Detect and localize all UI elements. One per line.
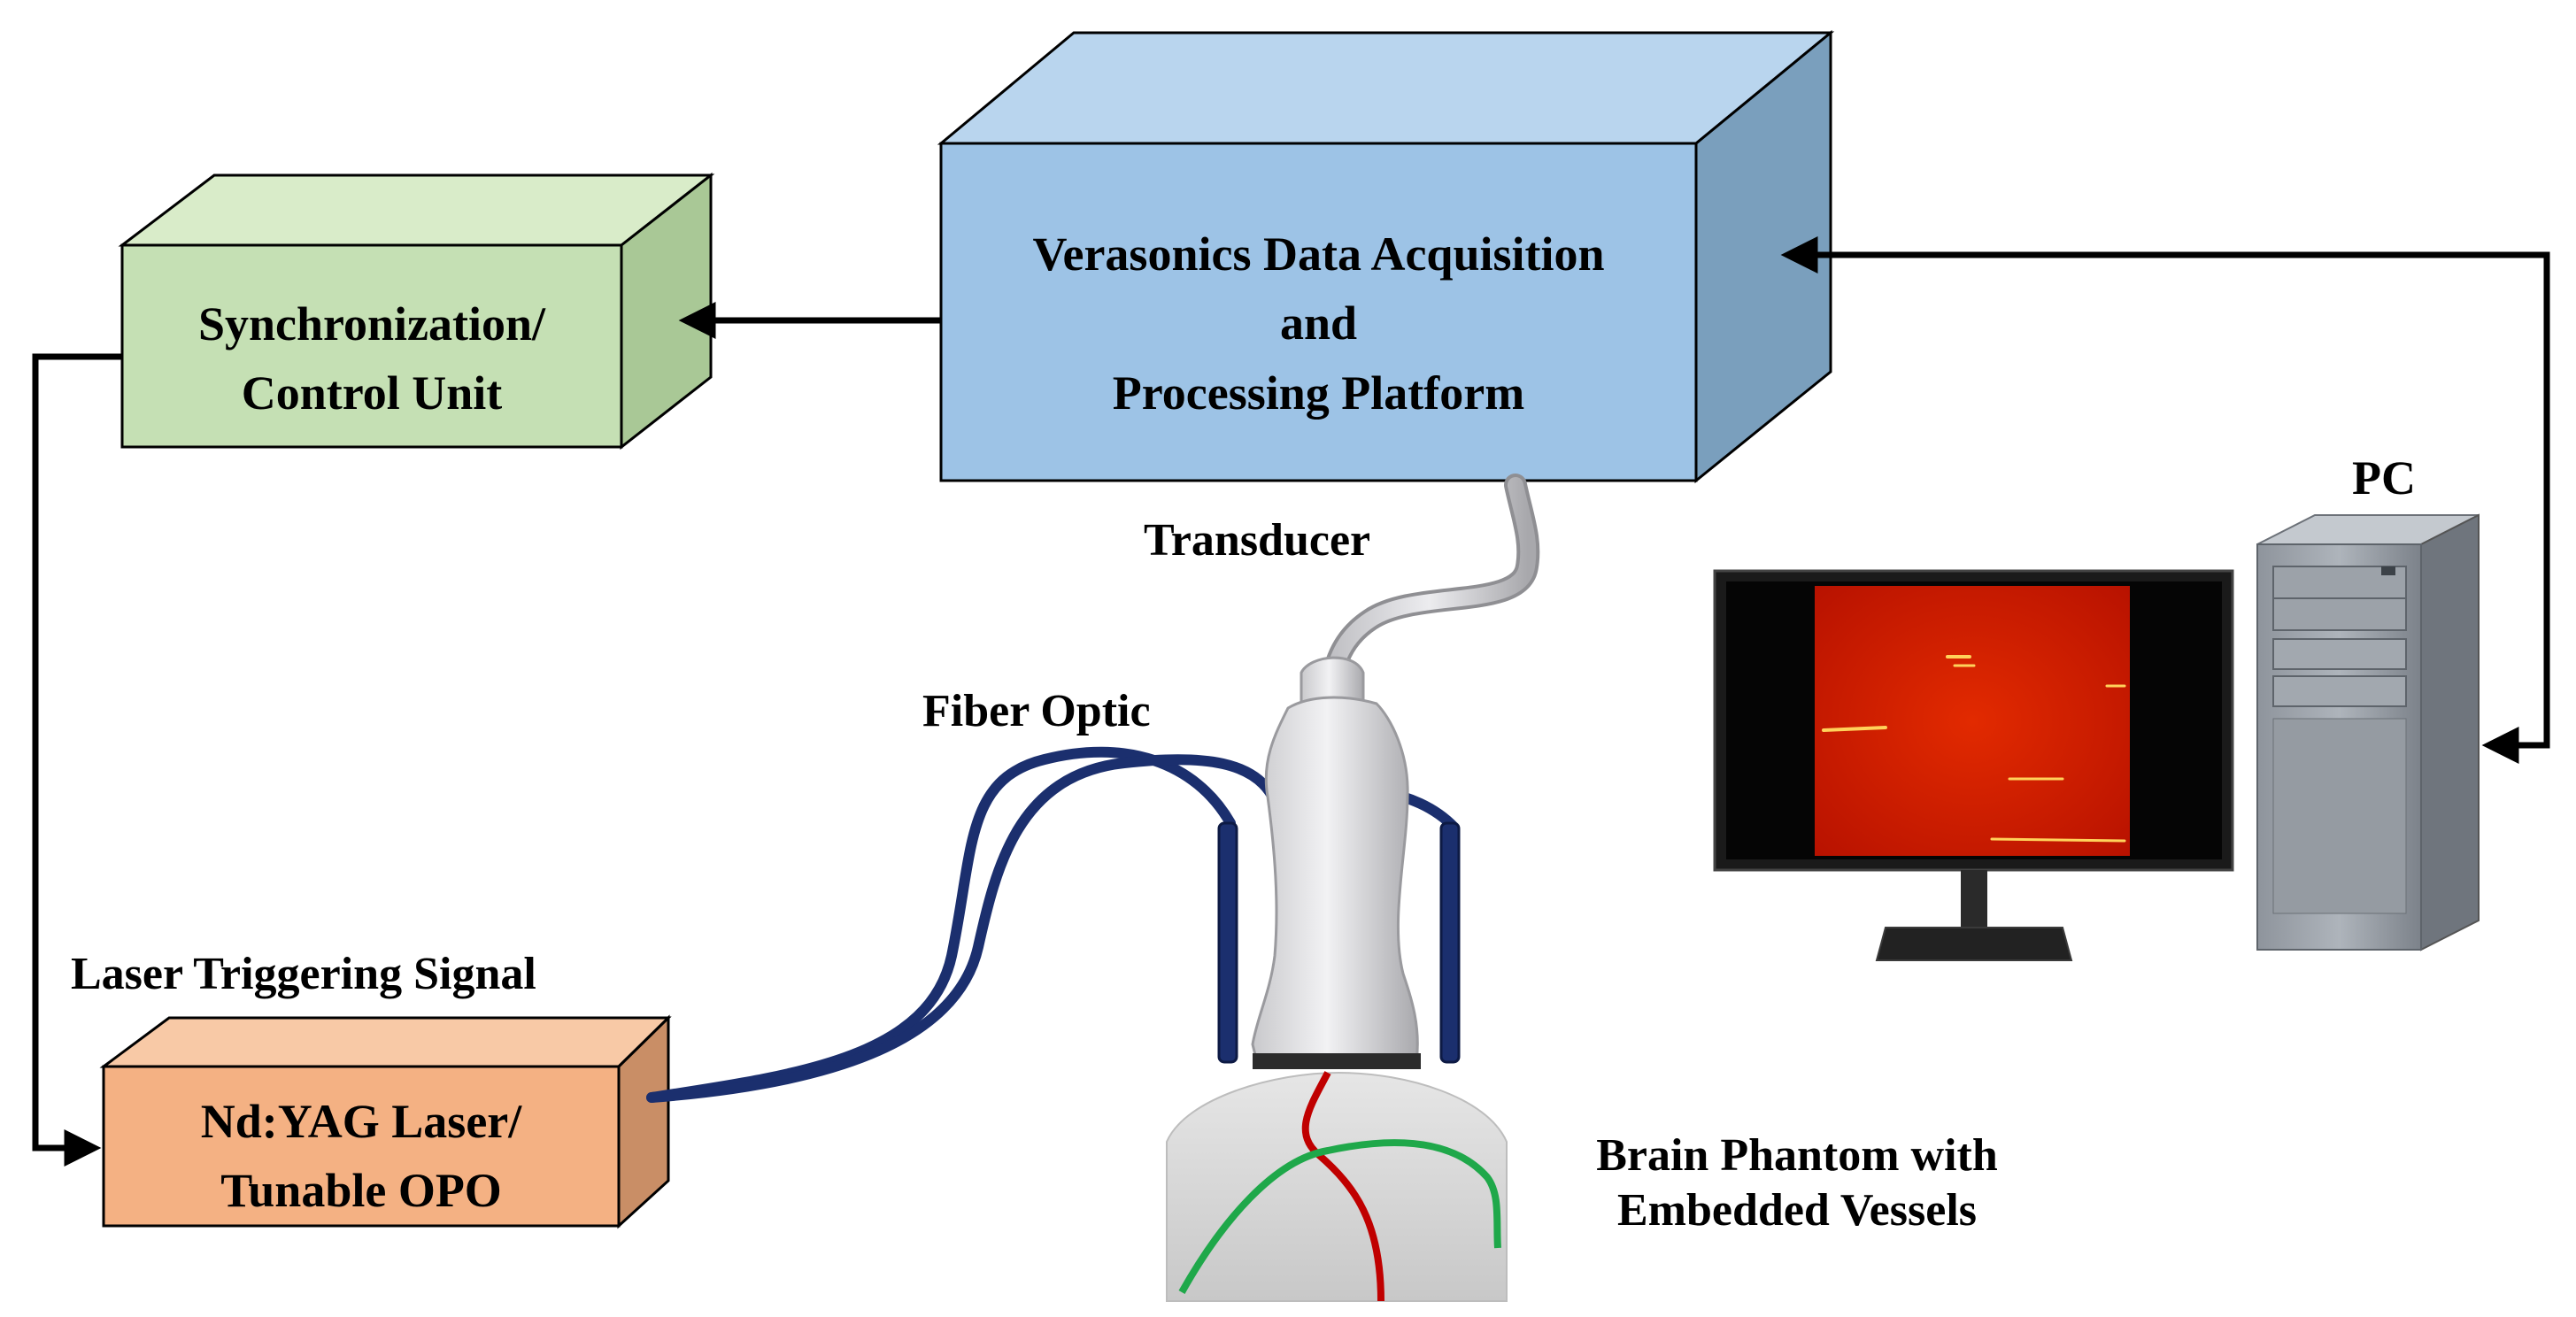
monitor xyxy=(1713,569,2234,961)
vessel-green xyxy=(1178,1139,1501,1294)
sync-line-1: Synchronization/ xyxy=(197,297,546,350)
phantom-label: Brain Phantom with Embedded Vessels xyxy=(1540,1128,2054,1239)
laser-line-1: Nd:YAG Laser/ xyxy=(200,1095,522,1148)
sync-box-top xyxy=(118,173,715,247)
arrow-pc-verasonics-bidirectional xyxy=(1780,236,2550,764)
laser-trigger-label: Laser Triggering Signal xyxy=(71,949,536,999)
connection-arrows xyxy=(32,236,2550,1167)
transducer-label: Transducer xyxy=(1144,515,1371,566)
laser-box-front xyxy=(102,1065,621,1228)
verasonics-box-label: Verasonics Data Acquisition and Processi… xyxy=(941,220,1696,427)
verasonics-line-1: Verasonics Data Acquisition xyxy=(1032,227,1605,281)
verasonics-line-2: and xyxy=(1279,297,1358,350)
laser-box-top xyxy=(99,1016,672,1068)
fiber-holder-left xyxy=(1217,821,1238,1064)
laser-box xyxy=(99,1014,672,1229)
phantom-line-2: Embedded Vessels xyxy=(1617,1185,1977,1236)
arrow-sync-to-laser xyxy=(32,353,122,1167)
sync-box-front xyxy=(120,243,623,449)
sync-box-label: Synchronization/ Control Unit xyxy=(122,289,621,428)
image-streaks xyxy=(1822,655,2126,843)
fiber-optic-label: Fiber Optic xyxy=(922,686,1151,736)
pc-tower xyxy=(2256,513,2480,951)
phantom-line-1: Brain Phantom with xyxy=(1596,1130,1998,1181)
fiber-holder-right xyxy=(1439,821,1461,1064)
vessel-red xyxy=(1301,1071,1384,1302)
transducer-probe xyxy=(1251,656,1421,1069)
sync-line-2: Control Unit xyxy=(241,366,503,420)
verasonics-line-3: Processing Platform xyxy=(1112,366,1525,420)
brain-phantom xyxy=(1166,1071,1508,1302)
verasonics-box-top xyxy=(937,31,1835,145)
laser-box-label: Nd:YAG Laser/ Tunable OPO xyxy=(104,1087,619,1226)
verasonics-box xyxy=(937,29,1835,484)
sync-box xyxy=(118,172,715,451)
verasonics-box-front xyxy=(939,142,1698,482)
pc-label: PC xyxy=(2352,451,2416,504)
monitor-image xyxy=(1815,586,2130,856)
laser-line-2: Tunable OPO xyxy=(220,1164,502,1218)
